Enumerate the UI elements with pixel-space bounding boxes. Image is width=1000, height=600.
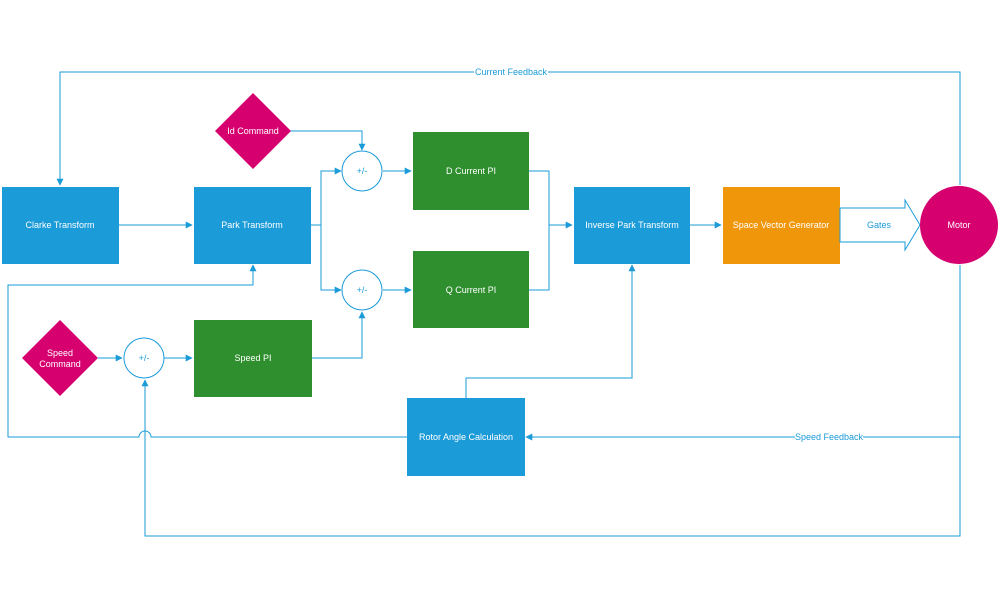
clarke-transform-block[interactable]: Clarke Transform xyxy=(2,187,119,264)
signal-labels: Current Feedback Speed Feedback xyxy=(474,66,864,443)
speed-command-label-line2: Command xyxy=(39,359,81,369)
sum-junction-speed-label: +/- xyxy=(139,353,150,363)
id-command-label: Id Command xyxy=(227,126,279,136)
sum-junction-d[interactable]: +/- xyxy=(341,150,383,192)
motor-node[interactable]: Motor xyxy=(920,186,998,264)
space-vector-generator-block[interactable]: Space Vector Generator xyxy=(723,187,840,264)
space-vector-generator-label: Space Vector Generator xyxy=(733,220,830,230)
current-feedback-label: Current Feedback xyxy=(475,67,548,77)
rotor-angle-to-park-arrow xyxy=(7,264,407,438)
inverse-park-transform-label: Inverse Park Transform xyxy=(585,220,679,230)
park-to-sum-d-arrow xyxy=(311,167,342,226)
speed-pi-label: Speed PI xyxy=(234,353,271,363)
id-command-to-sum-arrow xyxy=(290,130,366,151)
sum-junction-q[interactable]: +/- xyxy=(341,269,383,311)
speed-feedback-to-sum-arrow xyxy=(141,379,961,537)
connectors xyxy=(7,71,961,537)
speed-command-diamond[interactable]: Speed Command xyxy=(22,320,98,396)
rotor-angle-calculation-label: Rotor Angle Calculation xyxy=(419,432,513,442)
sum-junction-q-label: +/- xyxy=(357,285,368,295)
park-to-sum-q-arrow xyxy=(320,225,342,294)
q-current-pi-label: Q Current PI xyxy=(446,285,497,295)
clarke-transform-label: Clarke Transform xyxy=(25,220,94,230)
speed-pi-block[interactable]: Speed PI xyxy=(194,320,312,397)
rotor-angle-calculation-block[interactable]: Rotor Angle Calculation xyxy=(407,398,525,476)
speed-command-label-line1: Speed xyxy=(47,348,73,358)
park-transform-label: Park Transform xyxy=(221,220,283,230)
d-current-pi-label: D Current PI xyxy=(446,166,496,176)
gates-label: Gates xyxy=(867,220,892,230)
sum-junction-d-label: +/- xyxy=(357,166,368,176)
speed-feedback-arrow xyxy=(525,265,961,441)
speedpi-to-sum-q-arrow xyxy=(312,311,366,359)
id-command-diamond[interactable]: Id Command xyxy=(215,93,291,169)
speed-feedback-label: Speed Feedback xyxy=(795,432,864,442)
inverse-park-transform-block[interactable]: Inverse Park Transform xyxy=(574,187,690,264)
qpi-to-inverse-park-line xyxy=(529,225,550,291)
dpi-to-inverse-park-arrow xyxy=(529,170,573,229)
sum-junction-speed[interactable]: +/- xyxy=(123,337,165,379)
gates-arrow: Gates xyxy=(839,198,921,252)
rotor-angle-to-inverse-park-arrow xyxy=(465,264,636,398)
q-current-pi-block[interactable]: Q Current PI xyxy=(413,251,529,328)
d-current-pi-block[interactable]: D Current PI xyxy=(413,132,529,210)
motor-label: Motor xyxy=(947,220,970,230)
park-transform-block[interactable]: Park Transform xyxy=(194,187,311,264)
